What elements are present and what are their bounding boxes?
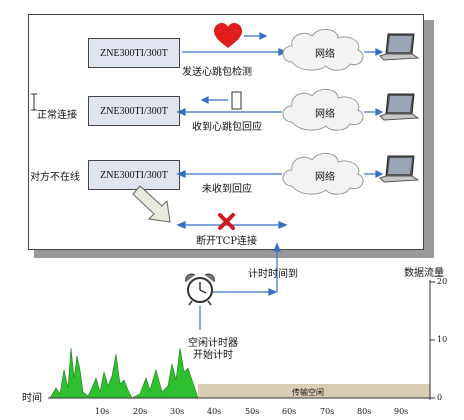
link-arrow-3-head [176,170,186,178]
disconnect-head-right [278,221,288,229]
disconnect-x-icon [218,213,235,230]
state-normal-label: 正常连接 [37,110,77,121]
laptop-icon-3 [379,155,420,183]
disconnect-head-left [176,221,186,229]
timer-start-label-2: 开始计时 [193,350,233,361]
x-tick-80s: 80s [357,407,372,416]
x-tick-20s: 20s [133,407,148,416]
idle-region [198,384,430,398]
x-tick-60s: 60s [282,407,297,416]
x-tick-30s: 30s [170,407,185,416]
x-tick-10s: 10s [95,407,110,416]
laptop-icon-1 [379,33,420,61]
traffic-area [49,347,199,399]
cloud-icon-2 [282,89,364,131]
no-reply-label: 未收到回应 [202,184,252,195]
y-tick-10: 10 [437,335,448,344]
bracket-mark [31,93,37,111]
link-arrow-2-head [176,108,186,116]
laptop-icon-2 [379,93,420,121]
disconnect-label: 断开TCP连接 [196,236,258,247]
y-tick-0: 0 [437,393,443,402]
link-arrow-1-head [278,48,288,56]
device-box-2: ZNE300TI/300T [88,96,180,126]
network-label-2: 网络 [315,109,335,120]
device-box-1: ZNE300TI/300T [88,38,180,68]
traffic-chart [48,280,435,400]
alarm-clock-icon [185,273,215,306]
network-label-1: 网络 [315,49,335,60]
x-tick-50s: 50s [245,407,260,416]
cloud-icon-1 [282,29,364,71]
x-tick-90s: 90s [394,407,409,416]
x-tick-70s: 70s [320,407,335,416]
idle-label: 传输空闲 [292,388,324,397]
timer-start-label-1: 空闲计时器 [188,338,238,349]
y-axis-label: 数据流量 [404,268,444,279]
packet-icon [231,91,242,110]
big-arrow-icon [132,185,171,223]
recv-reply-label: 收到心跳包回应 [192,122,262,133]
cloud-icon-3 [282,153,364,195]
heart-icon [214,23,242,48]
send-heartbeat-label: 发送心跳包检测 [182,67,252,78]
x-tick-40s: 40s [207,407,222,416]
network-label-3: 网络 [315,172,335,183]
timeout-label: 计时时间到 [248,269,298,280]
y-tick-20: 20 [437,277,448,286]
x-axis-label: 时间 [22,393,42,404]
state-offline-label: 对方不在线 [30,172,80,183]
